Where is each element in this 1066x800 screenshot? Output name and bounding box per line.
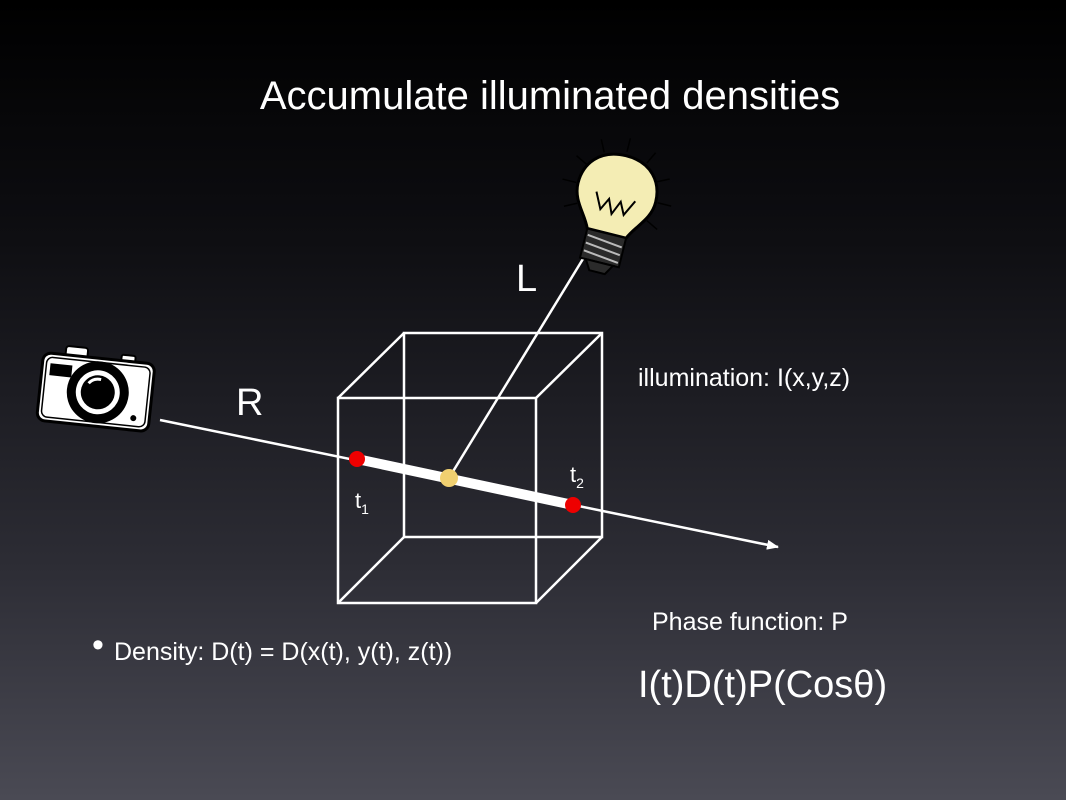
light-label: L [516, 258, 538, 300]
cube-edge [535, 536, 603, 604]
density-bullet-text: Density: D(t) = D(x(t), y(t), z(t)) [114, 638, 453, 666]
phase-function-label: Phase function: P [652, 608, 848, 636]
slide-title: Accumulate illuminated densities [259, 74, 841, 118]
cube-back-face [402, 331, 604, 539]
integration-segment [355, 454, 575, 510]
cube-edge [337, 536, 405, 604]
light-bulb-icon [562, 138, 672, 276]
t2-point [565, 497, 581, 513]
cube-edge [337, 332, 405, 399]
ray-label: R [236, 382, 264, 424]
cube-edge [535, 332, 603, 399]
t2-label-text: t [570, 462, 577, 487]
integrand-formula: I(t)D(t)P(Cosθ) [638, 664, 888, 706]
t1-label-subscript: 1 [361, 501, 369, 517]
t2-label: t2 [570, 462, 584, 491]
t1-point [349, 451, 365, 467]
light-hit-point [440, 469, 458, 487]
light-ray [447, 253, 588, 479]
volume-cube [336, 331, 604, 605]
t1-label: t1 [355, 488, 369, 517]
bullet-dot: • [92, 626, 104, 664]
t1-label-text: t [355, 488, 362, 513]
illumination-label: illumination: I(x,y,z) [638, 364, 851, 392]
t2-label-subscript: 2 [576, 475, 584, 491]
camera-icon [35, 345, 156, 433]
